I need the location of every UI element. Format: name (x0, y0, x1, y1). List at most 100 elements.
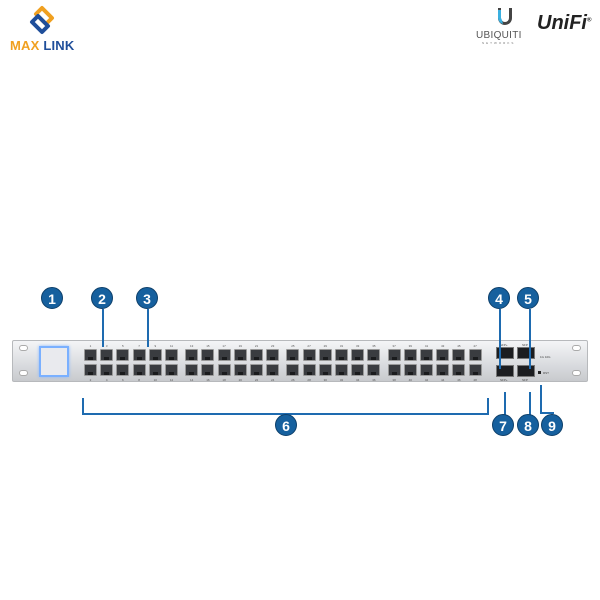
rj45-port-23[interactable] (266, 349, 280, 361)
rj45-port-4[interactable] (100, 364, 114, 376)
rj45-port-44[interactable] (436, 364, 450, 376)
port-number: 30 (323, 378, 327, 382)
rj45-port-46[interactable] (452, 364, 466, 376)
rj45-port-35[interactable] (367, 349, 381, 361)
port-number: 4 (105, 378, 108, 382)
rj45-port-43[interactable] (436, 349, 450, 361)
rj45-port-31[interactable] (335, 349, 348, 361)
callout-6: 6 (275, 414, 297, 436)
port-number: 43 (441, 344, 445, 348)
unifi-logo: UniFi® (537, 12, 591, 35)
rj45-port-14[interactable] (185, 364, 199, 376)
port-number: 24 (271, 378, 275, 382)
callout-8: 8 (517, 414, 539, 436)
rj45-port-10[interactable] (148, 364, 162, 376)
port-number: 12 (169, 378, 174, 382)
rj45-port-38[interactable] (387, 364, 401, 376)
rj45-port-24[interactable] (266, 364, 280, 376)
rj45-port-5[interactable] (116, 349, 130, 361)
leader-line-9a (540, 385, 542, 414)
rj45-port-36[interactable] (367, 364, 381, 376)
rj45-port-30[interactable] (318, 364, 332, 376)
maxlink-brand: MAX LINK (10, 38, 74, 53)
rj45-port-29[interactable] (318, 349, 332, 361)
rj45-port-45[interactable] (452, 349, 466, 361)
port-number: 47 (473, 344, 477, 348)
rj45-port-15[interactable] (201, 349, 215, 361)
rj45-port-9[interactable] (148, 349, 162, 361)
port-number: 16 (206, 378, 210, 382)
rj45-port-20[interactable] (233, 364, 247, 376)
rack-ear-hole (19, 345, 28, 351)
port-number: 36 (372, 378, 376, 382)
rj45-port-18[interactable] (217, 364, 231, 376)
rj45-port-47[interactable] (468, 349, 482, 361)
rj45-port-1[interactable] (84, 349, 97, 361)
rj45-port-21[interactable] (250, 349, 263, 361)
rj45-port-48[interactable] (468, 364, 482, 376)
rj45-port-16[interactable] (201, 364, 215, 376)
rj45-port-8[interactable] (132, 364, 146, 376)
sfp-port-2[interactable] (517, 365, 535, 377)
leader-line-7 (504, 392, 506, 416)
rj45-port-32[interactable] (335, 364, 348, 376)
sfp-label: SFP (522, 378, 528, 382)
reg-mark: ® (587, 17, 592, 24)
port-number: 1 (89, 344, 92, 348)
rj45-port-7[interactable] (132, 349, 146, 361)
port-number: 31 (339, 344, 344, 348)
rj45-port-42[interactable] (420, 364, 433, 376)
port-number: 44 (441, 378, 445, 382)
led-logo-button[interactable] (39, 346, 69, 377)
callout-9: 9 (541, 414, 563, 436)
status-led-label: 1G 10G (540, 355, 551, 359)
bracket-left (82, 398, 84, 415)
port-number: 11 (169, 344, 174, 348)
port-number: 5 (122, 344, 124, 348)
port-number: 40 (408, 378, 412, 382)
rj45-port-33[interactable] (351, 349, 365, 361)
leader-line-5 (529, 309, 531, 369)
rack-ear-hole (572, 345, 581, 351)
sfp-label: SFP (522, 343, 528, 347)
port-number: 3 (105, 344, 108, 348)
rj45-port-41[interactable] (420, 349, 433, 361)
callout-4: 4 (488, 287, 510, 309)
rj45-port-25[interactable] (286, 349, 300, 361)
port-number: 34 (356, 378, 360, 382)
rj45-port-39[interactable] (403, 349, 417, 361)
rj45-port-34[interactable] (351, 364, 365, 376)
rj45-port-40[interactable] (403, 364, 417, 376)
rj45-port-12[interactable] (165, 364, 178, 376)
reset-button[interactable] (538, 371, 541, 374)
maxlink-logo-icon (26, 4, 58, 41)
rj45-port-17[interactable] (217, 349, 231, 361)
callout-3: 3 (136, 287, 158, 309)
rj45-port-6[interactable] (116, 364, 130, 376)
rj45-port-11[interactable] (165, 349, 178, 361)
ubiquiti-text: UBIQUITI (476, 30, 522, 41)
port-number: 20 (238, 378, 242, 382)
port-number: 42 (424, 378, 429, 382)
rj45-port-19[interactable] (233, 349, 247, 361)
rj45-port-26[interactable] (286, 364, 300, 376)
leader-line-9b (540, 412, 554, 414)
port-number: 10 (153, 378, 157, 382)
leader-line-4 (499, 309, 501, 369)
rj45-port-37[interactable] (387, 349, 401, 361)
rj45-port-28[interactable] (302, 364, 316, 376)
rj45-port-3[interactable] (100, 349, 114, 361)
sfp-label: SFP+ (500, 378, 508, 382)
port-number: 2 (89, 378, 92, 382)
rj45-port-2[interactable] (84, 364, 97, 376)
sfp-port-1[interactable] (517, 347, 535, 359)
port-number: 7 (138, 344, 140, 348)
port-number: 22 (254, 378, 259, 382)
port-number: 32 (339, 378, 344, 382)
rj45-port-27[interactable] (302, 349, 316, 361)
port-number: 33 (356, 344, 360, 348)
port-number: 15 (206, 344, 210, 348)
rj45-port-13[interactable] (185, 349, 199, 361)
port-number: 29 (323, 344, 327, 348)
rj45-port-22[interactable] (250, 364, 263, 376)
